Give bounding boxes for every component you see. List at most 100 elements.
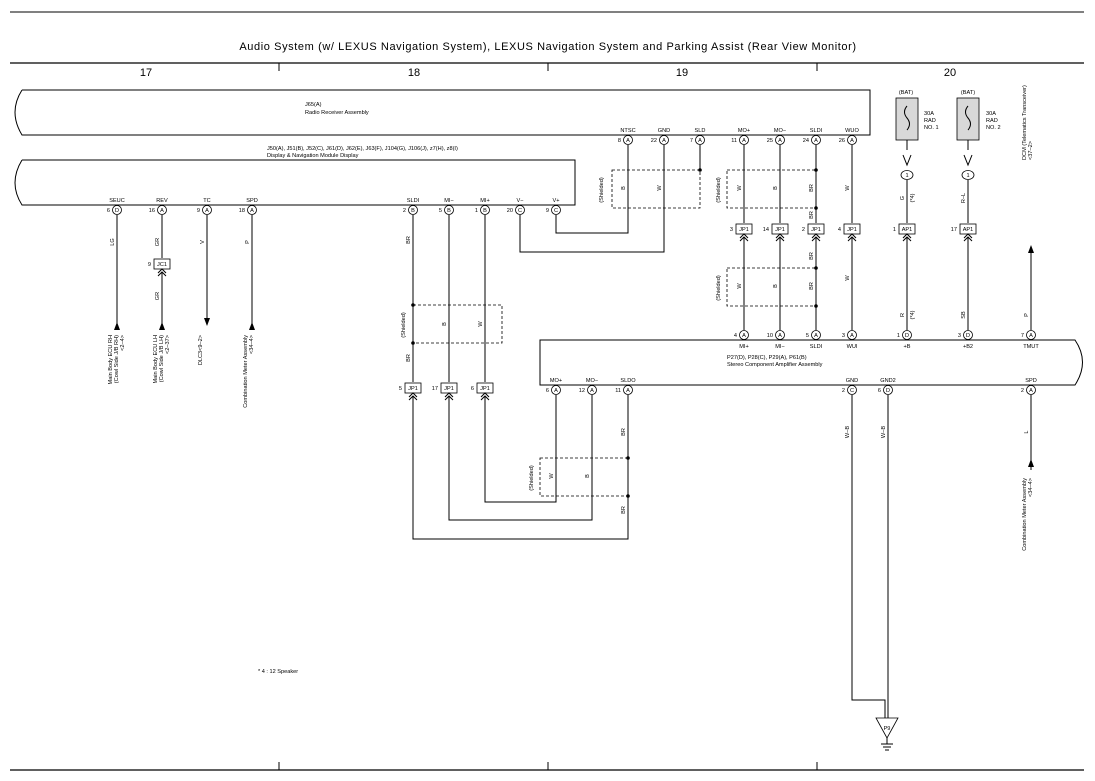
pin-connector: A xyxy=(626,138,630,144)
radio-code: J65(A) xyxy=(305,102,322,108)
pin-name: REV xyxy=(156,198,168,204)
wire-color-rad1-b-note: (*4) xyxy=(910,310,916,319)
pin-connector: A xyxy=(742,138,746,144)
svg-text:AP1: AP1 xyxy=(963,227,974,233)
pin-connector: A xyxy=(1029,388,1033,394)
svg-text:AP1: AP1 xyxy=(902,227,913,233)
wire-color-sldo2: BR xyxy=(621,506,627,514)
pin-number: 5 xyxy=(806,333,809,339)
pin-name: SLD xyxy=(695,128,706,134)
pin-name: SPD xyxy=(246,198,258,204)
wire-color-seuc: LG xyxy=(110,238,116,245)
pin-name: SPD xyxy=(1025,378,1037,384)
svg-text:RAD: RAD xyxy=(924,118,936,124)
svg-text:JP1: JP1 xyxy=(847,227,857,233)
section-label: 20 xyxy=(944,67,956,79)
pin-number: 9 xyxy=(197,208,200,214)
display-code: J50(A), J51(B), J52(C), J61(D), J62(E), … xyxy=(267,146,458,152)
pin-connector: B xyxy=(447,208,451,214)
wire-color-amp-mo-plus: W xyxy=(549,473,555,479)
svg-text:DLC3<9–2>: DLC3<9–2> xyxy=(198,335,204,365)
pin-name: MI+ xyxy=(739,344,748,350)
destination-label: DLC3<9–2> xyxy=(198,335,204,365)
display-name: Display & Navigation Module Display xyxy=(267,153,359,159)
svg-text:1: 1 xyxy=(966,173,969,179)
pin-number: 6 xyxy=(546,388,549,394)
shielded-label: (Shielded) xyxy=(716,275,722,301)
pin-number: 3 xyxy=(958,333,961,339)
pin-name: SLDI xyxy=(810,344,823,350)
pin--b: D1+B xyxy=(897,330,912,350)
pin-number: 11 xyxy=(615,388,621,394)
svg-text:(BAT): (BAT) xyxy=(899,90,913,96)
pin-name: SLDI xyxy=(810,128,823,134)
pin-name: +B xyxy=(904,344,911,350)
amp-name: Stereo Component Amplifier Assembly xyxy=(727,362,823,368)
pin-connector: A xyxy=(160,208,164,214)
section-label: 17 xyxy=(140,67,152,79)
pin-connector: A xyxy=(814,138,818,144)
pin-number: 6 xyxy=(878,388,881,394)
pin-connector: D xyxy=(886,388,890,394)
svg-text:(BAT): (BAT) xyxy=(961,90,975,96)
bottom-ticks xyxy=(278,762,818,770)
svg-text:30A: 30A xyxy=(924,111,934,117)
svg-text:NO. 2: NO. 2 xyxy=(986,125,1001,131)
fuse-rad-no1: (BAT) 30A RAD NO. 1 xyxy=(895,90,939,141)
pin-connector: A xyxy=(850,138,854,144)
wire-color-gnd: W xyxy=(657,185,663,191)
wire-color-tc: V xyxy=(200,240,206,244)
shielded-label: (Shielded) xyxy=(716,177,722,203)
pin-name: MI+ xyxy=(480,198,489,204)
svg-text:Main Body ECU LH: Main Body ECU LH xyxy=(153,335,159,384)
amplifier-block xyxy=(539,339,1083,386)
fuse-rad-no2: (BAT) 30A RAD NO. 2 xyxy=(956,90,1001,141)
shielded-label: (Shielded) xyxy=(529,465,535,491)
pin-connector: A xyxy=(554,388,558,394)
connector-jp1: JP1 6 xyxy=(471,382,494,401)
pin-connector: A xyxy=(626,388,630,394)
wire-color-amp-mo-minus: B xyxy=(585,474,591,478)
pin-connector: D xyxy=(115,208,119,214)
svg-text:<34–4>: <34–4> xyxy=(1028,478,1034,497)
svg-text:6: 6 xyxy=(471,386,474,392)
svg-text:JP1: JP1 xyxy=(739,227,749,233)
pin-connector: A xyxy=(590,388,594,394)
svg-text:Main Body ECU RH: Main Body ECU RH xyxy=(108,335,114,384)
wire-color-slde-br2: BR xyxy=(809,252,815,260)
pin-number: 8 xyxy=(618,138,621,144)
pin-name: SLDO xyxy=(620,378,636,384)
pin-number: 11 xyxy=(731,138,737,144)
shielded-label: (Shielded) xyxy=(599,177,605,203)
pin-connector: B xyxy=(411,208,415,214)
shield-regions: (Shielded) (Shielded) (Shielded) (Shield… xyxy=(401,168,818,498)
pin-name: GND xyxy=(658,128,670,134)
pin-name: +B2 xyxy=(963,344,973,350)
wire-color-disp-mi-minus: B xyxy=(442,322,448,326)
svg-text:JP1: JP1 xyxy=(480,386,490,392)
svg-text:JC1: JC1 xyxy=(157,262,167,268)
svg-text:NO. 1: NO. 1 xyxy=(924,125,939,131)
pin-name: GND2 xyxy=(880,378,896,384)
svg-text:2: 2 xyxy=(802,227,805,233)
svg-text:Combination Meter Assembly: Combination Meter Assembly xyxy=(1022,478,1028,551)
display-module-block xyxy=(14,159,576,206)
destination-label: Main Body ECU RH(Cowl Side J/B RH)<2–4> xyxy=(108,335,126,385)
